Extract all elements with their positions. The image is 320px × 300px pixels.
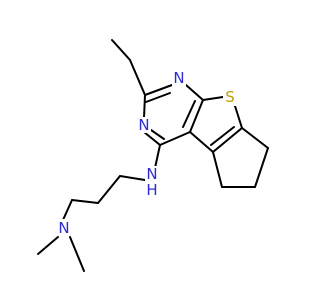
atom-n-ring-left: N	[137, 116, 151, 134]
atom-n-ring-top: N	[172, 69, 186, 87]
bond-propyl-2	[71, 199, 99, 204]
atom-s-thiophene: S	[223, 88, 236, 106]
bond-c3b-c4a	[189, 131, 214, 153]
atom-n-dimethyl: N	[57, 219, 71, 237]
bond-n1-c4-double	[150, 129, 165, 140]
atom-n-amine: N H	[145, 165, 159, 199]
bond-c4a-c7a	[189, 99, 204, 133]
bond-c6a-c3b-double	[210, 126, 235, 146]
bond-c4a-c7a-double	[182, 100, 196, 128]
bond-c4-nh	[154, 144, 161, 169]
bond-ring-ch2-c3b	[212, 151, 223, 188]
bond-lines	[37, 39, 269, 272]
atom-labels: N N S N H N	[57, 69, 236, 237]
atom-n-ring-left-label: N	[138, 116, 149, 134]
bond-c7a-s	[202, 96, 224, 101]
bond-ethyl-ch2	[129, 59, 146, 96]
atom-n-ring-top-label: N	[173, 69, 184, 87]
bond-n-methyl-right	[69, 236, 85, 272]
bond-c2-n1	[143, 94, 146, 119]
bond-c6a-ch2	[241, 127, 269, 149]
bond-n1-c4	[143, 131, 161, 146]
bond-propyl-1	[97, 175, 121, 204]
bond-n-methyl-left	[37, 236, 59, 255]
molecule-structure: N N S N H N	[37, 39, 269, 272]
bond-c2-n3	[144, 84, 173, 96]
bond-nh-ch2	[119, 175, 146, 181]
bond-c6a-c3b	[212, 127, 243, 153]
bond-c4-c4a	[159, 131, 191, 146]
bond-n3-c7a	[185, 84, 204, 101]
bond-ring-ch2-ch2	[254, 147, 269, 188]
bond-ethyl-ch3	[111, 39, 131, 61]
atom-h-amine-label: H	[146, 181, 157, 199]
atom-s-thiophene-label: S	[225, 88, 235, 106]
bond-propyl-3	[62, 199, 73, 221]
atom-n-dimethyl-label: N	[58, 219, 69, 237]
bond-c2-n3-double	[145, 92, 171, 103]
atom-n-amine-label: N	[146, 165, 157, 183]
bond-s-c6a	[234, 105, 243, 129]
